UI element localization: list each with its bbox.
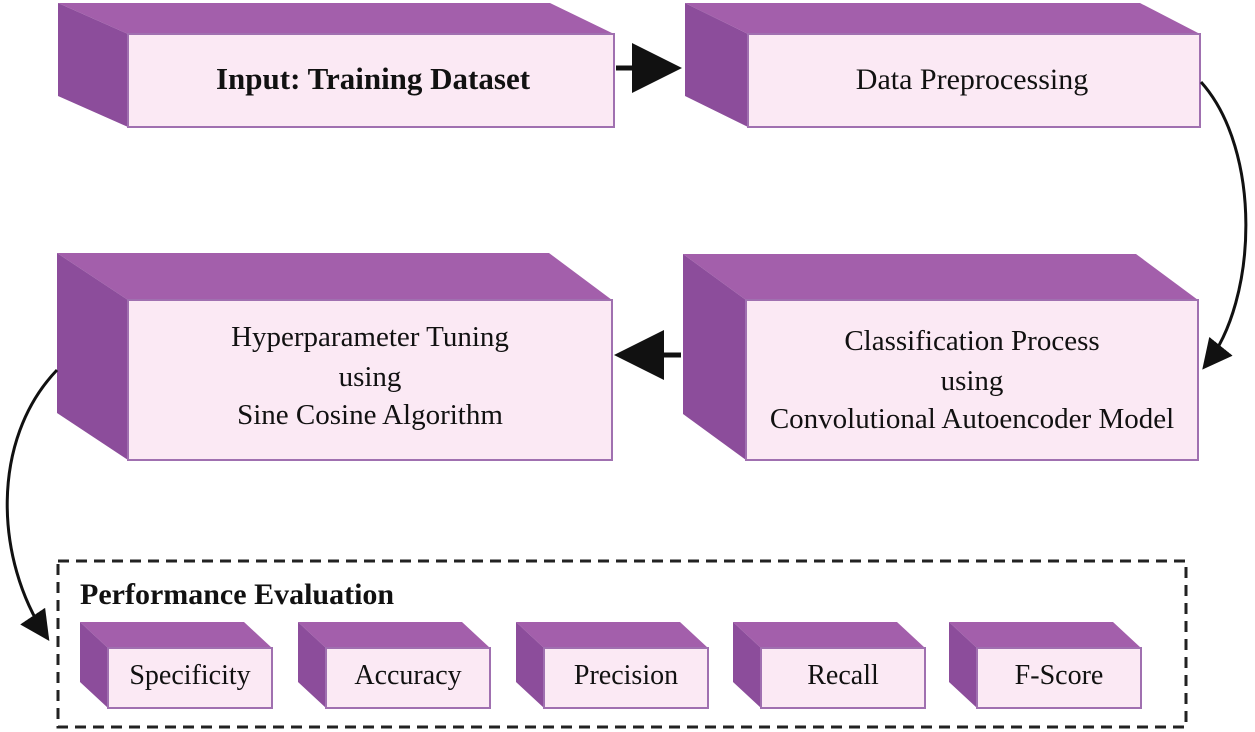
metric-label-specificity: Specificity <box>129 660 250 691</box>
metric-box-precision: Precision <box>516 622 709 709</box>
metric-box-f-score: F-Score <box>949 622 1142 709</box>
metric-box-top <box>298 622 490 648</box>
classification-line-2: using <box>941 365 1004 397</box>
metric-box-specificity: Specificity <box>80 622 273 709</box>
classification-process-box: Classification Process using Convolution… <box>683 254 1199 461</box>
metric-box-side <box>80 622 108 708</box>
arrow-tuning-to-evaluation <box>5 368 59 641</box>
data-preprocessing-label: Data Preprocessing <box>856 63 1088 96</box>
box-side <box>683 254 746 460</box>
tuning-line-2: using <box>339 361 402 393</box>
metric-box-face <box>976 647 1142 709</box>
box-top <box>57 253 612 300</box>
performance-evaluation-frame <box>56 559 1188 729</box>
box-top <box>58 3 614 34</box>
input-dataset-label: Input: Training Dataset <box>216 61 531 96</box>
classification-line-3: Convolutional Autoencoder Model <box>770 403 1174 435</box>
box-face <box>747 33 1201 128</box>
metric-label-accuracy: Accuracy <box>354 660 461 691</box>
metric-box-side <box>733 622 761 708</box>
metric-box-side <box>949 622 977 708</box>
metric-box-top <box>949 622 1141 648</box>
metric-box-accuracy: Accuracy <box>298 622 491 709</box>
hyperparameter-tuning-box: Hyperparameter Tuning using Sine Cosine … <box>57 253 613 461</box>
box-face <box>127 299 613 461</box>
classification-line-1: Classification Process <box>844 325 1099 357</box>
input-dataset-box: Input: Training Dataset <box>58 3 615 128</box>
performance-evaluation-title: Performance Evaluation <box>80 578 394 611</box>
box-top <box>683 254 1198 300</box>
data-preprocessing-box: Data Preprocessing <box>685 3 1201 128</box>
metrics-row: Specificity Accuracy Precision Recall F-Scor… <box>80 622 1142 709</box>
metric-box-recall: Recall <box>733 622 926 709</box>
metric-box-top <box>80 622 272 648</box>
box-side <box>58 3 128 127</box>
metric-box-side <box>298 622 326 708</box>
tuning-line-3: Sine Cosine Algorithm <box>237 399 503 431</box>
box-side <box>685 3 748 127</box>
box-face <box>127 33 615 128</box>
metric-label-precision: Precision <box>574 660 678 691</box>
metric-box-face <box>760 647 926 709</box>
metric-label-recall: Recall <box>807 660 879 691</box>
metric-box-face <box>543 647 709 709</box>
metric-label-f-score: F-Score <box>1015 660 1104 691</box>
tuning-line-1: Hyperparameter Tuning <box>231 321 509 353</box>
box-face <box>745 299 1199 461</box>
metric-box-top <box>733 622 925 648</box>
box-top <box>685 3 1200 34</box>
metric-box-side <box>516 622 544 708</box>
metric-box-top <box>516 622 708 648</box>
metric-box-face <box>107 647 273 709</box>
metric-box-face <box>325 647 491 709</box>
box-side <box>57 253 128 460</box>
arrow-preprocessing-to-classification <box>1199 80 1248 370</box>
